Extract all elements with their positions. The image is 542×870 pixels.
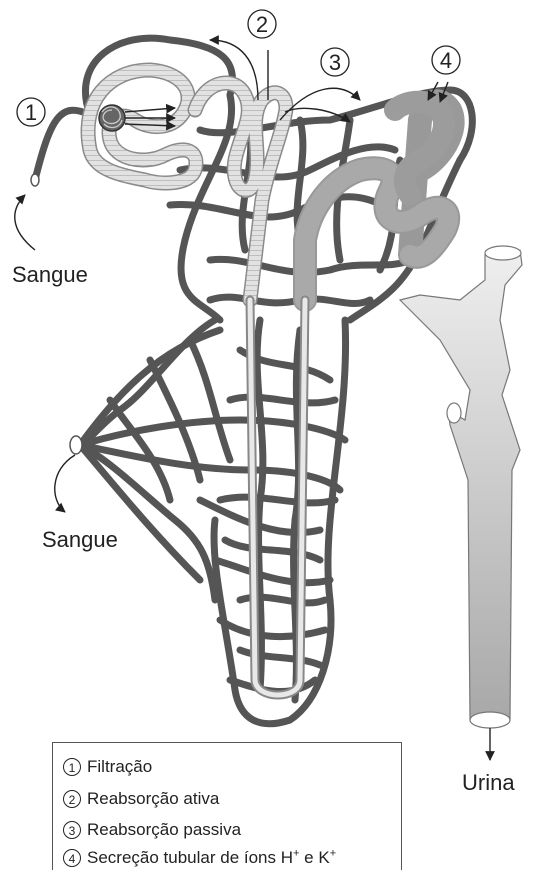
legend-text-3: Reabsorção passiva	[87, 820, 241, 840]
legend-num-3: 3	[63, 821, 81, 839]
svg-text:4: 4	[440, 48, 452, 73]
legend-item-1: 1 Filtração	[63, 757, 152, 777]
svg-text:1: 1	[25, 100, 37, 125]
marker-3: 3	[321, 48, 349, 76]
label-urine: Urina	[462, 770, 515, 795]
label-blood-top: Sangue	[12, 262, 88, 287]
label-blood-left: Sangue	[42, 527, 118, 552]
legend-text-1: Filtração	[87, 757, 152, 777]
collecting-duct	[400, 246, 522, 728]
legend-num-1: 1	[63, 758, 81, 776]
legend-item-4: 4 Secreção tubular de íons H+ e K+	[63, 848, 336, 868]
legend-item-2: 2 Reabsorção ativa	[63, 789, 219, 809]
marker-4: 4	[432, 46, 460, 74]
svg-text:2: 2	[256, 12, 268, 37]
marker-2: 2	[248, 10, 276, 38]
legend-text-2: Reabsorção ativa	[87, 789, 219, 809]
legend-text-4: Secreção tubular de íons H+ e K+	[87, 848, 336, 868]
legend-num-4: 4	[63, 849, 81, 867]
svg-text:3: 3	[329, 50, 341, 75]
proximal-tubule	[88, 70, 286, 300]
legend-num-2: 2	[63, 790, 81, 808]
legend: 1 Filtração 2 Reabsorção ativa 3 Reabsor…	[52, 742, 402, 870]
vessel-openings	[31, 174, 82, 454]
legend-item-3: 3 Reabsorção passiva	[63, 820, 241, 840]
marker-1: 1	[17, 98, 45, 126]
glomerulus	[99, 105, 125, 131]
